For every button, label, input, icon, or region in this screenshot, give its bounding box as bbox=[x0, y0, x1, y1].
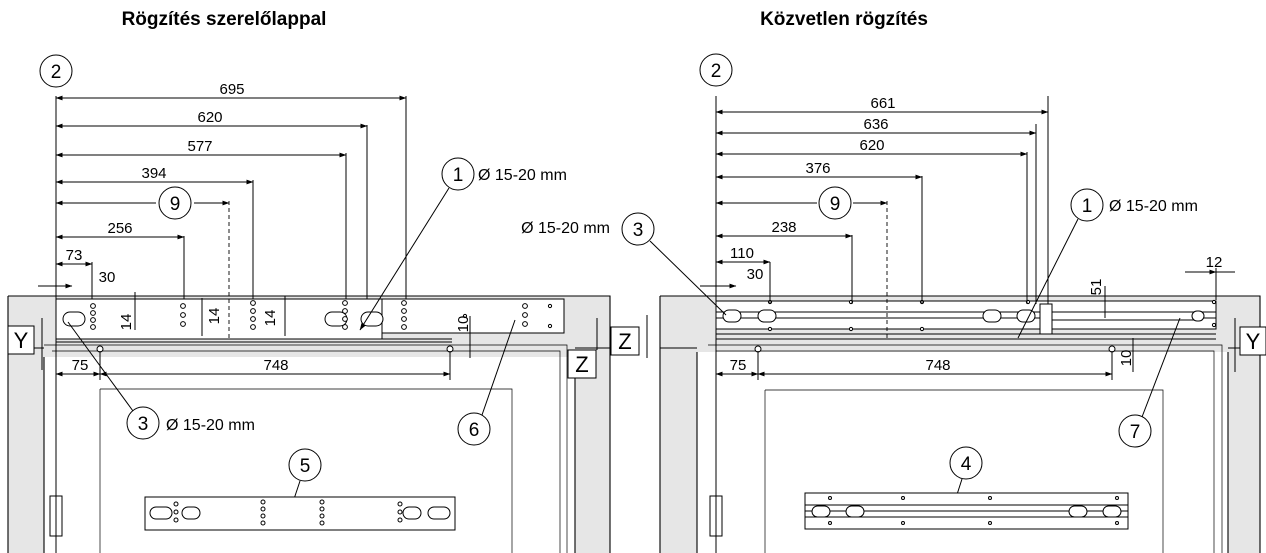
callout-number: 7 bbox=[1130, 422, 1141, 443]
right-rail-part bbox=[804, 492, 1129, 530]
dim-label: 620 bbox=[197, 109, 222, 126]
diameter-note: Ø 15-20 mm bbox=[166, 417, 255, 434]
callout-number: 2 bbox=[711, 61, 722, 82]
callout-number: 6 bbox=[469, 420, 480, 441]
dim-label: 10 bbox=[1118, 350, 1135, 367]
dim-label: 30 bbox=[747, 266, 764, 283]
dim-label: 636 bbox=[863, 116, 888, 133]
dim-label: 14 bbox=[206, 308, 223, 325]
dim-label: 14 bbox=[118, 314, 135, 331]
callout-number: 4 bbox=[961, 454, 972, 475]
callout-number: 9 bbox=[830, 194, 841, 215]
right-dimensions: 661 636 620 376 238 110 30 12 51 75 748 … bbox=[730, 95, 1223, 374]
dim-label: 394 bbox=[141, 165, 166, 182]
left-panel: Rögzítés szerelőlappal bbox=[7, 9, 611, 553]
dim-label: 748 bbox=[263, 357, 288, 374]
left-mounting-plate bbox=[144, 496, 456, 531]
dim-label: 695 bbox=[219, 81, 244, 98]
callout-number: 3 bbox=[633, 220, 644, 241]
axis-letter: Z bbox=[575, 352, 588, 377]
left-callouts: 2 1 Ø 15-20 mm 9 3 Ø 15-20 mm 5 6 bbox=[39, 54, 567, 512]
callout-number: 3 bbox=[138, 414, 149, 435]
dim-label: 376 bbox=[805, 160, 830, 177]
dim-label: 14 bbox=[262, 310, 279, 327]
dim-label: 75 bbox=[72, 357, 89, 374]
callout-number: 1 bbox=[1082, 196, 1093, 217]
dim-label: 12 bbox=[1206, 254, 1223, 271]
dim-label: 748 bbox=[925, 357, 950, 374]
right-axis-markers: Z Y bbox=[610, 326, 1266, 356]
callout-number: 1 bbox=[453, 165, 464, 186]
callout-number: 2 bbox=[51, 62, 62, 83]
dim-label: 30 bbox=[99, 269, 116, 286]
right-panel: Közvetlen rögzítés bbox=[610, 9, 1266, 553]
dim-label: 620 bbox=[859, 137, 884, 154]
diameter-note: Ø 15-20 mm bbox=[1109, 198, 1198, 215]
dim-label: 256 bbox=[107, 220, 132, 237]
dim-label: 75 bbox=[730, 357, 747, 374]
axis-letter: Y bbox=[14, 328, 29, 353]
left-axis-markers: Y Z bbox=[7, 325, 597, 379]
dim-label: 110 bbox=[730, 245, 754, 262]
axis-letter: Y bbox=[1246, 329, 1261, 354]
right-callouts: 2 9 3 1 Ø 15-20 mm 4 7 bbox=[621, 53, 1198, 511]
diameter-note: Ø 15-20 mm bbox=[521, 220, 610, 237]
dim-label: 577 bbox=[187, 138, 212, 155]
dim-label: 73 bbox=[66, 247, 83, 264]
right-title: Közvetlen rögzítés bbox=[760, 9, 928, 30]
callout-number: 5 bbox=[300, 456, 311, 477]
dim-label: 661 bbox=[870, 95, 895, 112]
diameter-note: Ø 15-20 mm bbox=[478, 167, 567, 184]
dim-label: 10 bbox=[455, 316, 472, 333]
dim-label: 238 bbox=[771, 219, 796, 236]
dim-label: 51 bbox=[1088, 279, 1105, 296]
callout-number: 9 bbox=[170, 194, 181, 215]
left-title: Rögzítés szerelőlappal bbox=[122, 9, 327, 30]
left-dimensions: 695 620 577 394 256 73 30 14 14 10 75 74… bbox=[66, 81, 472, 374]
axis-letter: Z bbox=[618, 329, 631, 354]
